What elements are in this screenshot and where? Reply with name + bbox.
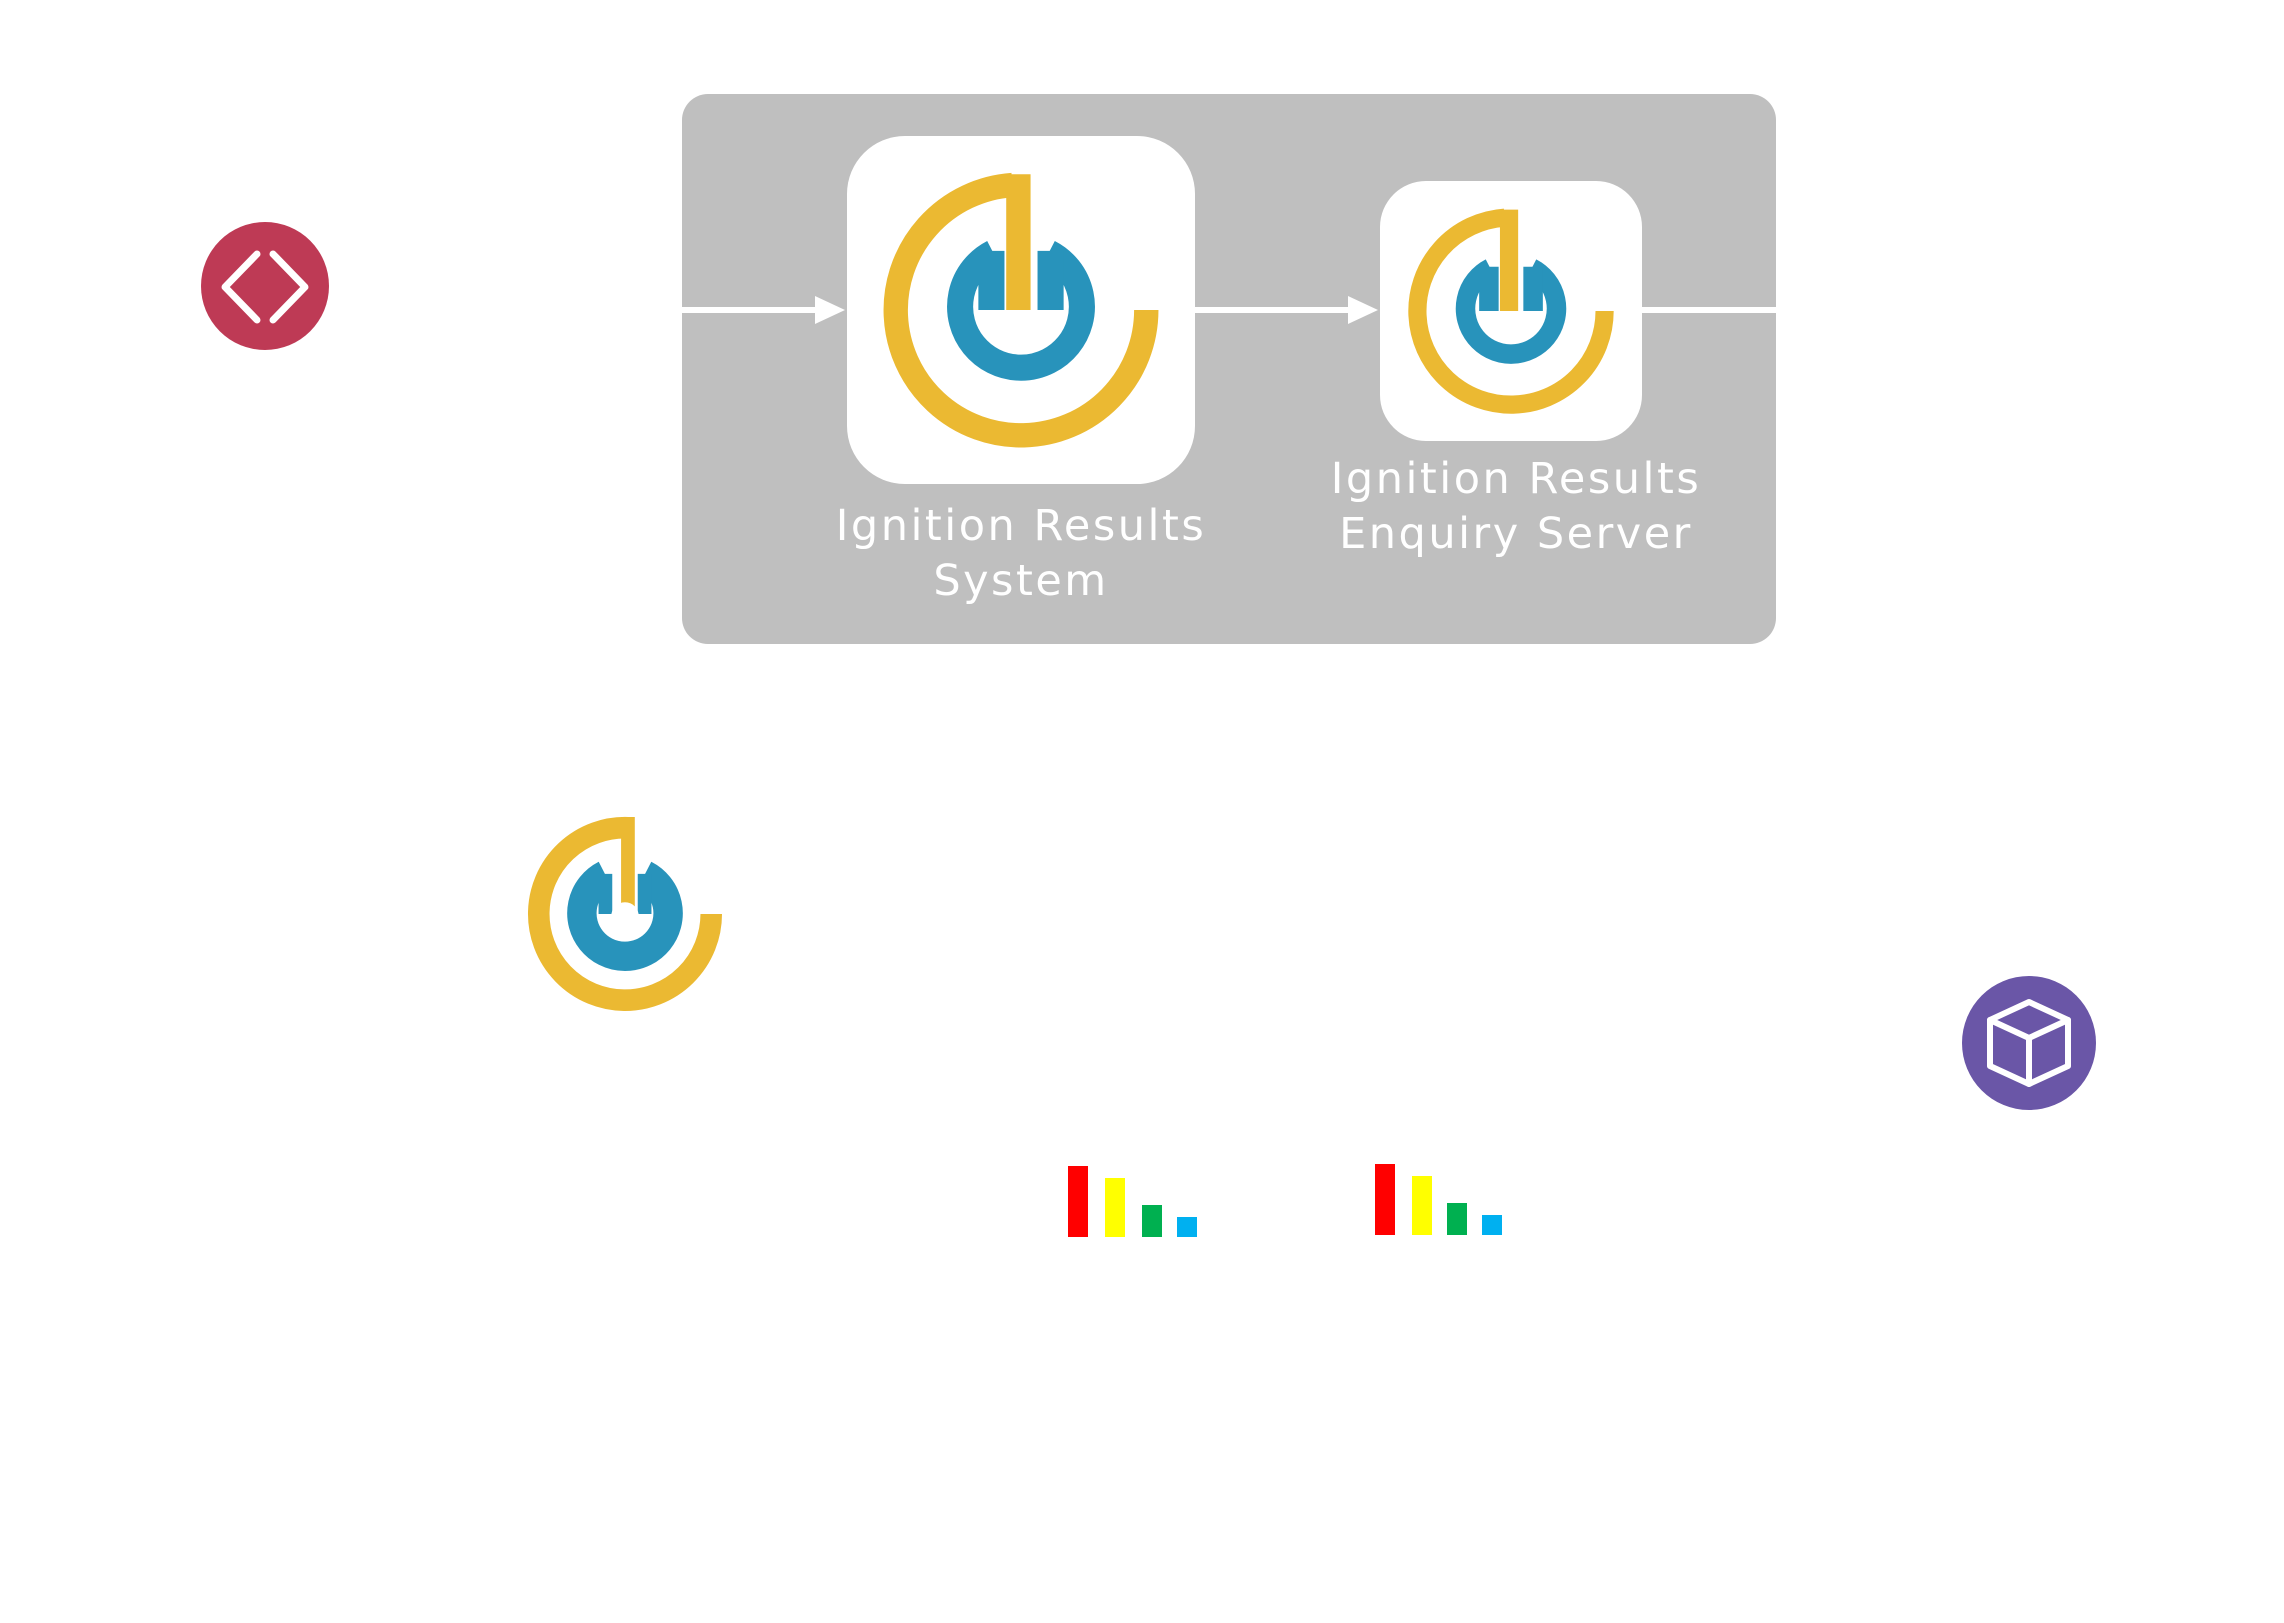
arrow-system-to-enquiry-server [1195, 296, 1378, 324]
ignition-power-logo-icon [883, 172, 1159, 448]
enquiry-server-label: Ignition Results Enquiry Server [1330, 454, 1702, 559]
results-system-node[interactable] [847, 136, 1195, 484]
enquiry-server-node[interactable] [1380, 181, 1642, 441]
cube-icon[interactable] [1962, 976, 2096, 1110]
arrow-into-results-system [682, 296, 845, 324]
code-brackets-icon[interactable] [201, 222, 329, 350]
color-bars-icon [1373, 1161, 1507, 1237]
ignition-power-logo-icon[interactable] [527, 816, 723, 1012]
results-system-label: Ignition Results System [835, 501, 1207, 606]
ignition-power-logo-icon [1408, 208, 1614, 414]
color-bars-icon [1066, 1163, 1200, 1239]
